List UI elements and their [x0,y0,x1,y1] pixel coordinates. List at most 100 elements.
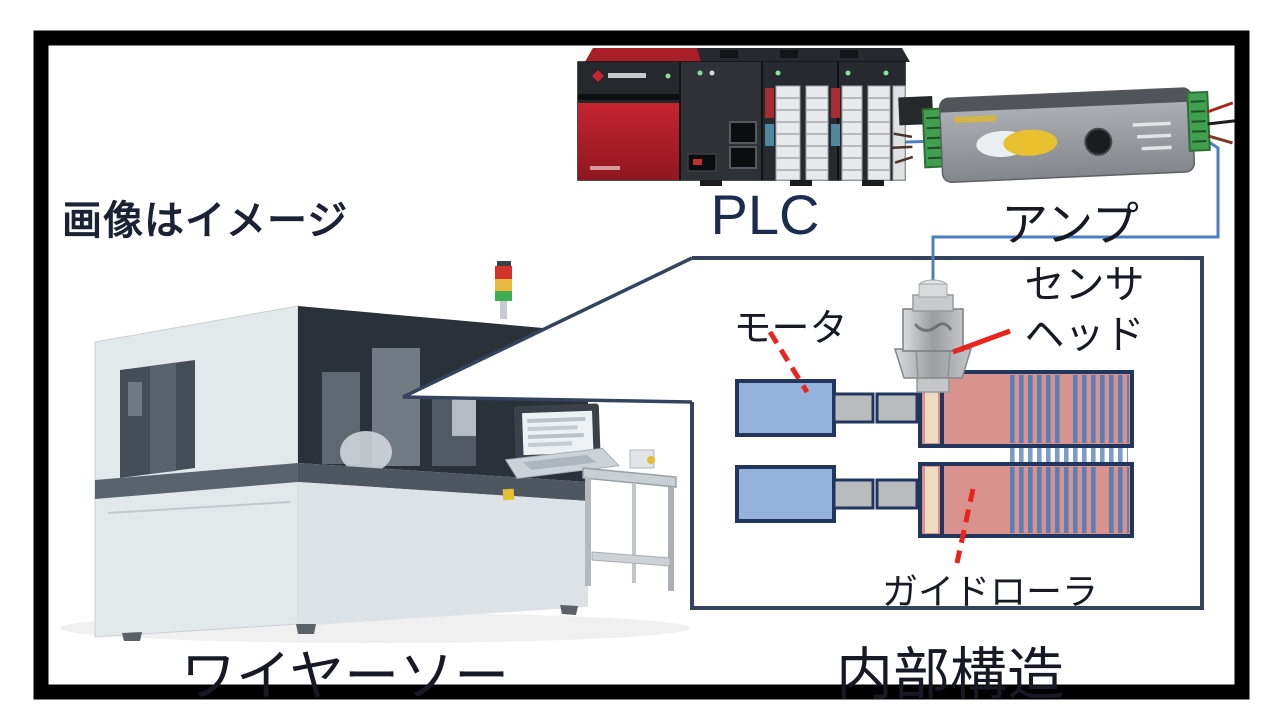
signal-tower-cap [497,261,511,267]
machine-inner-part-4 [452,396,476,436]
shaft-upper-2 [875,392,919,424]
sensor-hex-facet [915,349,919,378]
guide-roller-leader-line [954,488,976,564]
wire-web [1008,447,1128,464]
plc-module-led [845,70,851,76]
callout-wedge-lower-line [402,395,693,404]
machine-desk [582,449,677,591]
wire-saw-machine-illustration [60,261,690,643]
plc-roof-vent [840,50,858,58]
internal-structure-label: 内部構造 [836,643,1064,707]
guide-roller-lower [918,462,1134,538]
plc-bottom-tab [700,180,722,186]
motor-label: モータ [733,308,848,350]
machine-left-panel-seam [107,501,291,514]
plc-terminal-strips [775,85,906,181]
machine-inner-spool [340,431,392,473]
signal-tower-green-light [495,291,512,301]
plc-cpu-groove [578,94,680,100]
amplifier-label: アンプ [1001,198,1139,251]
guide-roller-upper [918,370,1134,448]
internal-structure-box [690,256,1204,610]
monitor-screen-line [527,416,586,423]
wire-saw-label: ワイヤーソー [180,645,510,707]
desk-top [582,467,677,488]
amp-print-line [1141,145,1172,151]
plc-cpu-led [665,73,671,79]
amplifier-unit [892,87,1236,183]
motor-leader-line [767,330,810,394]
plc-module-led [775,70,781,76]
outer-frame [33,30,1250,700]
motor-lower [735,465,836,523]
motor-upper [735,379,836,437]
shaft-lower-2 [875,478,919,510]
plc-roof-red [585,48,701,62]
shaft-lower-1 [832,478,875,510]
signal-tower [495,261,512,319]
sensor-body-marking [913,322,953,332]
sensor-head-label-line1: センサ [1024,263,1145,307]
desk-leg [585,478,591,586]
signal-tower-yellow-light [495,279,512,291]
desk-leg [632,483,636,583]
amp-top-face [939,88,1192,113]
amp-to-sensor-wire [931,134,1220,292]
monitor-screen-line [527,425,578,431]
monitor-screen-line [528,441,573,447]
plc-bottom-tab [790,180,812,186]
plc-module-led [697,70,703,76]
machine-foot [560,605,578,615]
roller-end-cap [925,467,938,533]
plc-io-tab-teal [765,124,774,146]
callout-wedge-upper-line [402,256,693,399]
plc-module-led [709,70,715,76]
console-keyboard [522,454,597,470]
desk-device-button [647,456,655,464]
signal-tower-pole [500,300,507,319]
amp-left-wires [892,132,914,164]
amp-right-terminal-pins [1190,100,1207,143]
machine-warning-label [502,488,515,501]
internal-structure-contents [735,279,1134,564]
plc-bottom-tab [862,180,884,186]
plc-ethernet-port [729,146,757,169]
roller-groove-gap [1062,375,1070,443]
plc-cpu-brand-text [608,73,646,78]
amp-left-terminal-pins [926,116,942,160]
roller-wire-grooves [1008,467,1129,533]
sensor-head-leader-line [952,328,1011,355]
plc-display-digit [693,159,702,165]
amp-yellow-indicator [1003,129,1058,156]
sensor-cap [918,283,948,298]
sensor-head-label: センサ ヘッド [982,260,1187,360]
plc-label: PLC [710,183,820,246]
machine-front-lower [298,482,588,626]
guide-roller-label: ガイドローラ [881,571,1098,612]
callout-wedge [402,256,693,404]
machine-left-window-reflection [150,363,176,474]
sensor-hex-facet [947,349,951,378]
amp-right-wire-black [1207,119,1236,126]
shaft-upper-1 [832,392,875,424]
desk-leg [668,487,674,591]
image-disclaimer-caption: 画像はイメージ [62,199,349,243]
plc-ethernet-port [729,121,757,144]
signal-tower-red-light [495,266,512,279]
plc-roof-vent [720,50,738,58]
amp-yellow-print [954,115,997,124]
amp-right-wire-red [1206,101,1234,114]
plc-unit [577,48,910,186]
roller-groove-gap [1100,467,1107,533]
plc-io-tab-red [831,88,840,118]
monitor-screen-line [527,432,584,439]
plc-io-tab-red [765,88,774,118]
machine-console [504,403,620,479]
sensor-hex-nut [893,348,973,379]
machine-front-band [298,463,588,501]
amp-adjust-knob [1084,127,1113,156]
machine-left-band [95,463,298,499]
plc-roof-vent [780,50,798,58]
